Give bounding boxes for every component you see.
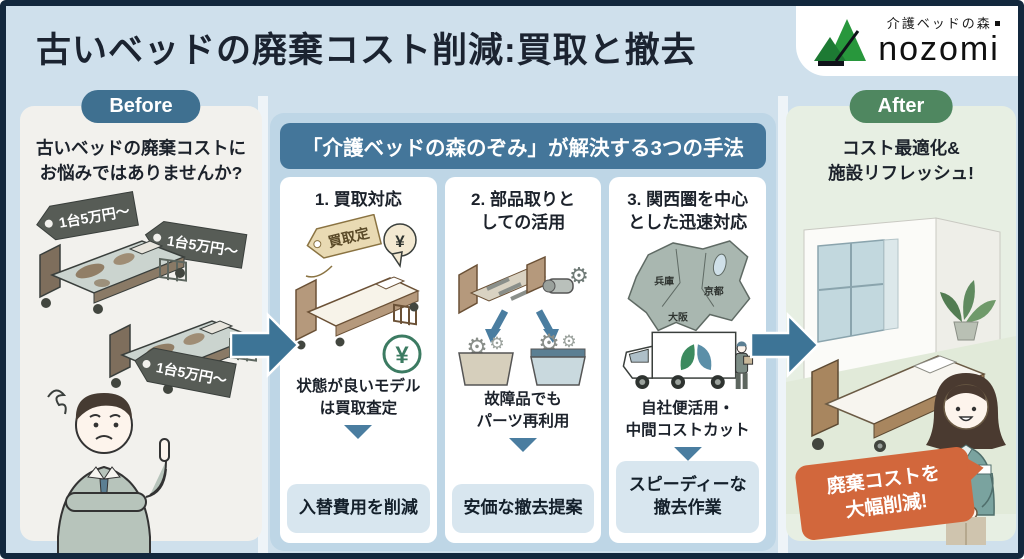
- page-title: 古いベッドの廃棄コスト削減:買取と撤去: [36, 31, 697, 70]
- solution-section: 「介護ベッドの森のぞみ」が解決する3つの手法 1. 買取対応 ¥ 買取定: [270, 113, 776, 551]
- forest-logo-icon: [814, 19, 867, 66]
- price-tag: 1台5万円〜: [33, 190, 139, 243]
- solution-card-buyback: 1. 買取対応 ¥ 買取定: [280, 177, 437, 543]
- delivery-truck-illustration: [622, 331, 737, 389]
- card-title: 1. 買取対応: [314, 190, 402, 209]
- down-arrow-icon: [673, 447, 702, 462]
- card-desc: 状態が良いモデル は買取査定: [296, 377, 421, 417]
- separator-stripe: [258, 96, 268, 553]
- gear-icon: ⚙: [569, 263, 589, 288]
- kansai-map-illustration: 兵庫 京都 大阪: [622, 240, 753, 389]
- before-badge: Before: [81, 90, 201, 123]
- plant-illustration: [940, 280, 996, 341]
- down-arrow-icon: [509, 438, 537, 453]
- card-desc: 自社便活用・ 中間コストカット: [625, 399, 750, 439]
- before-panel: Before 古いベッドの廃棄コストに お悩みではありませんか?: [20, 90, 262, 553]
- flow-arrow-icon: [230, 312, 300, 378]
- after-heading: コスト最適化& 施設リフレッシュ!: [828, 138, 974, 184]
- yen-icon: ¥: [396, 232, 406, 251]
- card-title: 2. 部品取りと しての活用: [471, 190, 575, 232]
- after-badge: After: [849, 90, 953, 123]
- map-label: 京都: [704, 285, 724, 298]
- down-arrow-icon: [344, 425, 373, 440]
- bed-parts-illustration: ⚙ ⚙ ⚙ ⚙ ⚙: [458, 255, 589, 386]
- card-result: 入替費用を削減: [287, 484, 430, 533]
- flow-arrow-icon: [750, 312, 820, 378]
- logo-brand-small: 介護ベッドの森: [886, 15, 992, 31]
- before-heading: 古いベッドの廃棄コストに お悩みではありませんか?: [36, 138, 246, 184]
- logo-brand-large: nozomi: [878, 29, 1000, 68]
- gear-icon: ⚙: [561, 332, 576, 351]
- solution-card-kansai: 3. 関西圏を中心 とした迅速対応 兵庫 京都 大阪: [609, 177, 767, 543]
- old-beds-illustration: 1台5万円〜 1台5万円〜 1台5万円〜: [33, 190, 257, 553]
- separator-stripe: [778, 96, 788, 553]
- card-title: 3. 関西圏を中心 とした迅速対応: [627, 190, 749, 232]
- map-label: 大阪: [668, 310, 688, 323]
- logo-dot: [994, 20, 1000, 26]
- after-panel: After コスト最適化& 施設リフレッシュ!: [786, 90, 1016, 545]
- appraisal-tag: 買取定: [306, 213, 383, 259]
- clean-bed-illustration: ¥ 買取定: [295, 213, 422, 374]
- solution-card-parts: 2. 部品取りと しての活用 ⚙ ⚙ ⚙: [444, 177, 602, 543]
- card-desc: 故障品でも パーツ再利用: [476, 390, 570, 430]
- gear-icon: ⚙: [489, 334, 504, 353]
- company-logo: 介護ベッドの森 nozomi: [796, 6, 1018, 76]
- workers-illustration: [734, 341, 753, 389]
- worried-worker-illustration: [47, 389, 170, 553]
- solution-header: 「介護ベッドの森のぞみ」が解決する3つの手法: [280, 123, 766, 169]
- price-tag: 1台5万円〜: [131, 344, 237, 398]
- yen-icon: ¥: [396, 342, 410, 369]
- map-label: 兵庫: [654, 275, 674, 288]
- card-result: 安価な撤去提案: [451, 484, 595, 533]
- card-result: スピーディーな 撤去作業: [616, 461, 760, 533]
